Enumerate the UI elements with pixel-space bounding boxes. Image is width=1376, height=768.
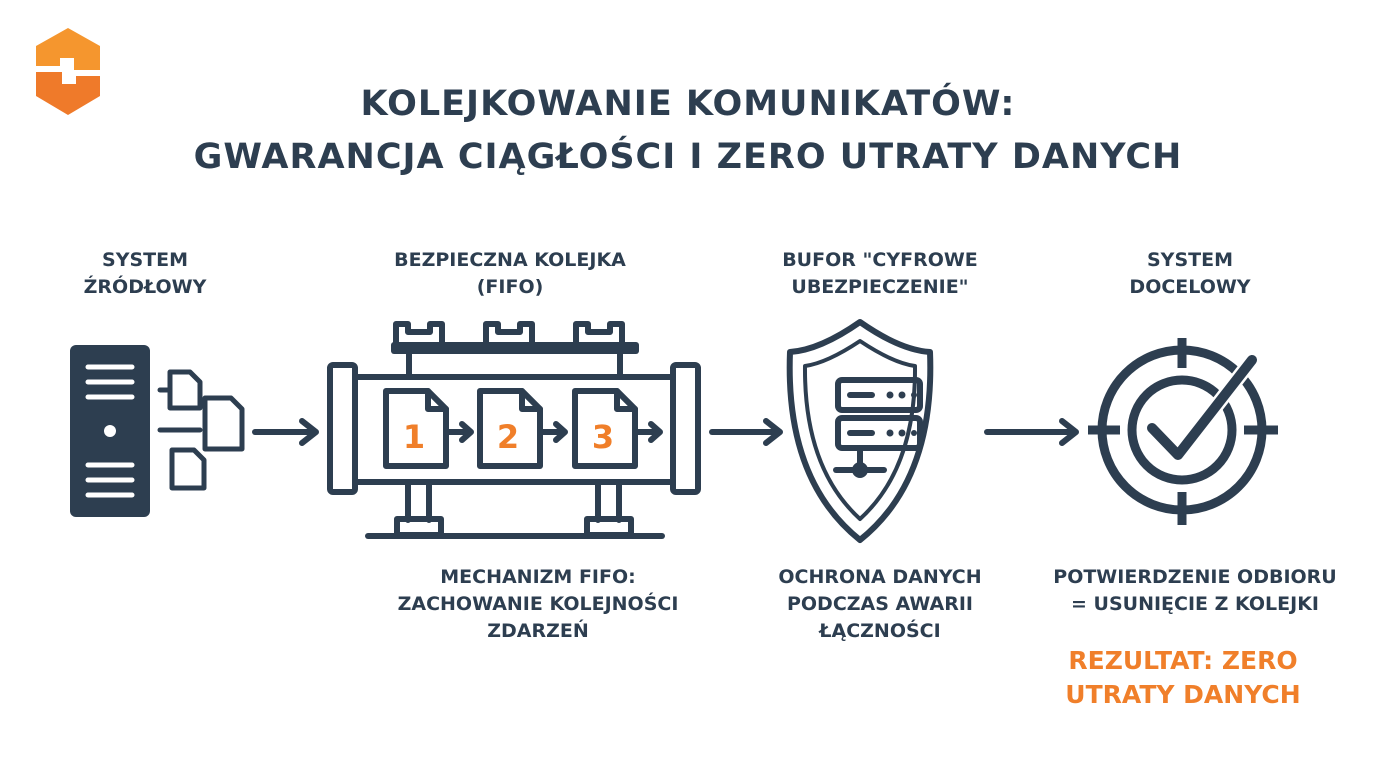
- queue-item-3: 3: [592, 418, 614, 456]
- queue-description: MECHANIZM FIFO: ZACHOWANIE KOLEJNOŚCI ZDAR…: [398, 564, 679, 645]
- desc-line: OCHRONA DANYCH: [778, 566, 982, 588]
- desc-line: = USUNIĘCIE Z KOLEJKI: [1070, 593, 1319, 615]
- label-line: ŹRÓDŁOWY: [83, 276, 207, 298]
- desc-line: ZACHOWANIE KOLEJNOŚCI: [397, 593, 679, 615]
- result-line: REZULTAT: ZERO: [1068, 646, 1298, 675]
- stage-source-label: SYSTEM ŹRÓDŁOWY: [84, 247, 207, 301]
- result-line: UTRATY DANYCH: [1065, 680, 1301, 709]
- buffer-description: OCHRONA DANYCH PODCZAS AWARII ŁĄCZNOŚCI: [778, 564, 981, 645]
- queue-item-1: 1: [403, 418, 425, 456]
- label-line: UBEZPIECZENIE": [791, 276, 969, 298]
- stage-queue-label: BEZPIECZNA KOLEJKA (FIFO): [394, 247, 626, 301]
- title-line-1: KOLEJKOWANIE KOMUNIKATÓW:: [360, 84, 1016, 124]
- server-icon: [70, 345, 150, 517]
- stage-target-label: SYSTEM DOCELOWY: [1129, 247, 1250, 301]
- desc-line: PODCZAS AWARII: [786, 593, 973, 615]
- label-line: SYSTEM: [102, 249, 188, 271]
- target-check-icon: [1088, 338, 1278, 525]
- label-line: BUFOR "CYFROWE: [782, 249, 978, 271]
- label-line: (FIFO): [476, 276, 544, 298]
- queue-icon: [327, 321, 701, 539]
- shield-icon: [786, 319, 934, 543]
- desc-line: POTWIERDZENIE ODBIORU: [1053, 566, 1337, 588]
- page-title: KOLEJKOWANIE KOMUNIKATÓW: GWARANCJA CIĄG…: [194, 78, 1183, 184]
- desc-line: ZDARZEŃ: [487, 620, 589, 642]
- desc-line: ŁĄCZNOŚCI: [819, 620, 941, 642]
- stage-buffer-label: BUFOR "CYFROWE UBEZPIECZENIE": [782, 247, 978, 301]
- label-line: BEZPIECZNA KOLEJKA: [394, 249, 626, 271]
- label-line: DOCELOWY: [1129, 276, 1251, 298]
- logo-icon: [36, 28, 100, 115]
- result-text: REZULTAT: ZERO UTRATY DANYCH: [1065, 644, 1300, 712]
- documents-icon: [157, 369, 245, 491]
- label-line: SYSTEM: [1147, 249, 1233, 271]
- target-description: POTWIERDZENIE ODBIORU = USUNIĘCIE Z KOLEJ…: [1053, 564, 1336, 618]
- queue-item-2: 2: [497, 418, 519, 456]
- queue-item-numbers: 1 2 3: [403, 418, 614, 456]
- desc-line: MECHANIZM FIFO:: [440, 566, 636, 588]
- title-line-2: GWARANCJA CIĄGŁOŚCI I ZERO UTRATY DANYCH: [193, 137, 1183, 177]
